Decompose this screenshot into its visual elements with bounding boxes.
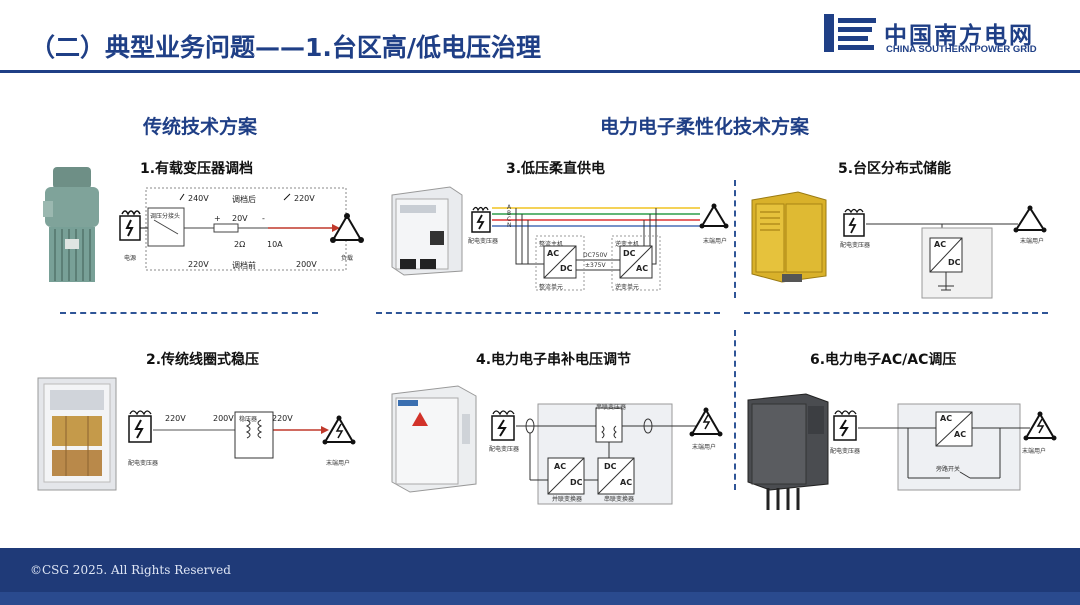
p5-label-user: 末端用户 bbox=[1020, 238, 1045, 245]
panel-title-3: 3.低压柔直供电 bbox=[506, 161, 606, 177]
label-10a: 10A bbox=[267, 240, 283, 249]
p3-label-n: N bbox=[507, 222, 512, 229]
p3-label-ac2: AC bbox=[636, 264, 649, 273]
panel-title-5: 5.台区分布式储能 bbox=[838, 161, 952, 177]
p6-label-transformer: 配电变压器 bbox=[830, 448, 861, 455]
p4-label-dc: DC bbox=[570, 478, 583, 487]
divider-middle bbox=[376, 312, 720, 314]
series-compensator-image bbox=[391, 385, 477, 493]
p4-label-unit2: 串联变换器 bbox=[604, 496, 635, 503]
section-power-electronics: 电力电子柔性化技术方案 bbox=[600, 116, 810, 138]
label-load: 负载 bbox=[341, 255, 354, 262]
oltc-diagram bbox=[119, 187, 364, 271]
p6-label-user: 末端用户 bbox=[1022, 448, 1047, 455]
storage-cabinet-image bbox=[751, 191, 827, 283]
flexible-dc-diagram bbox=[471, 203, 729, 291]
label-220v-bottom: 220V bbox=[188, 260, 209, 269]
p4-label-series-xfmr: 串联变压器 bbox=[596, 404, 627, 411]
p3-label-dc2: DC bbox=[623, 249, 636, 258]
label-before: 调档前 bbox=[232, 261, 256, 270]
source-transformer-icon bbox=[119, 210, 141, 241]
p3-label-unit2: 逆变单元 bbox=[615, 284, 640, 291]
p3-label-rectifier: 整流主机 bbox=[539, 241, 564, 248]
distribution-transformer-icon bbox=[128, 410, 152, 443]
coil-regulator-diagram bbox=[128, 410, 356, 459]
label-tap-switch: 调压分接头 bbox=[150, 213, 181, 220]
p3-label-unit1: 整流单元 bbox=[539, 284, 564, 291]
label-200v: 200V bbox=[296, 260, 317, 269]
divider-right bbox=[744, 312, 1048, 314]
flexible-dc-device-image bbox=[391, 186, 463, 276]
p6-label-ac: AC bbox=[940, 414, 953, 423]
panel-title-2: 2.传统线圈式稳压 bbox=[146, 352, 260, 368]
p4-label-ac2: AC bbox=[620, 478, 633, 487]
label-plus: + bbox=[214, 214, 221, 223]
load-icon bbox=[330, 213, 364, 243]
end-user-icon bbox=[699, 203, 729, 229]
logo-text-cn: 中国南方电网 bbox=[884, 23, 1034, 49]
logo-text-en: CHINA SOUTHERN POWER GRID bbox=[886, 44, 1037, 55]
p3-label-user: 末端用户 bbox=[703, 238, 728, 245]
divider-vertical-bottom bbox=[734, 330, 736, 490]
footer-stripe bbox=[0, 592, 1080, 605]
p3-label-inverter: 逆变主机 bbox=[615, 241, 640, 248]
distribution-transformer-icon bbox=[491, 410, 515, 441]
panel-title-1: 1.有载变压器调档 bbox=[140, 161, 254, 177]
label-2ohm: 2Ω bbox=[234, 240, 246, 249]
p3-label-ac: AC bbox=[547, 249, 560, 258]
p3-label-dc: DC bbox=[560, 264, 573, 273]
divider-vertical-top bbox=[734, 180, 736, 298]
page-title: （二）典型业务问题——1.台区高/低电压治理 bbox=[30, 33, 542, 62]
acac-device-image bbox=[747, 393, 829, 510]
label-240v: 240V bbox=[188, 194, 209, 203]
p6-label-ac2: AC bbox=[954, 430, 967, 439]
end-user-icon bbox=[322, 415, 356, 445]
p2-label-220v-b: 220V bbox=[272, 414, 293, 423]
distribution-transformer-icon bbox=[843, 208, 865, 237]
label-minus: - bbox=[262, 214, 265, 223]
label-source: 电源 bbox=[124, 255, 137, 262]
p3-label-b: B bbox=[507, 210, 512, 217]
divider-left bbox=[60, 312, 318, 314]
p3-label-dc-link2: ±375V bbox=[585, 262, 606, 269]
end-user-icon bbox=[1013, 205, 1047, 233]
storage-diagram bbox=[843, 205, 1047, 299]
series-compensation-diagram bbox=[491, 403, 723, 505]
p2-label-regulator: 稳压器 bbox=[239, 416, 258, 423]
p3-label-c: C bbox=[507, 216, 512, 223]
csg-logo-icon bbox=[824, 14, 876, 52]
p4-label-dc2: DC bbox=[604, 462, 617, 471]
header-divider bbox=[0, 70, 1080, 73]
label-after: 调档后 bbox=[232, 195, 256, 204]
p2-label-220v-a: 220V bbox=[165, 414, 186, 423]
p2-label-200v: 200V bbox=[213, 414, 234, 423]
acac-diagram bbox=[833, 403, 1057, 491]
panel-title-6: 6.电力电子AC/AC调压 bbox=[810, 352, 957, 368]
oltc-transformer-image bbox=[43, 167, 99, 282]
distribution-transformer-icon bbox=[471, 206, 491, 233]
p2-label-transformer: 配电变压器 bbox=[128, 460, 159, 467]
p4-label-unit1: 并联变换器 bbox=[552, 496, 583, 503]
p5-label-ac: AC bbox=[934, 240, 947, 249]
p4-label-user: 末端用户 bbox=[692, 444, 717, 451]
p4-label-transformer: 配电变压器 bbox=[489, 446, 520, 453]
p6-label-bypass: 旁路开关 bbox=[936, 466, 961, 473]
coil-regulator-image bbox=[37, 377, 117, 491]
p3-label-transformer: 配电变压器 bbox=[468, 238, 499, 245]
p2-label-user: 末端用户 bbox=[326, 460, 351, 467]
footer-bar bbox=[0, 548, 1080, 592]
p5-label-transformer: 配电变压器 bbox=[840, 242, 871, 249]
label-220v-top: 220V bbox=[294, 194, 315, 203]
p4-label-ac: AC bbox=[554, 462, 567, 471]
end-user-icon bbox=[1023, 411, 1057, 441]
p3-label-a: A bbox=[507, 204, 512, 211]
p3-label-dc-link: DC750V bbox=[583, 252, 608, 259]
panel-title-4: 4.电力电子串补电压调节 bbox=[476, 352, 632, 368]
end-user-icon bbox=[689, 407, 723, 437]
distribution-transformer-icon bbox=[833, 410, 857, 441]
label-20v: 20V bbox=[232, 214, 248, 223]
p5-label-dc: DC bbox=[948, 258, 961, 267]
copyright-text: ©CSG 2025. All Rights Reserved bbox=[30, 563, 231, 577]
section-traditional: 传统技术方案 bbox=[143, 116, 258, 138]
